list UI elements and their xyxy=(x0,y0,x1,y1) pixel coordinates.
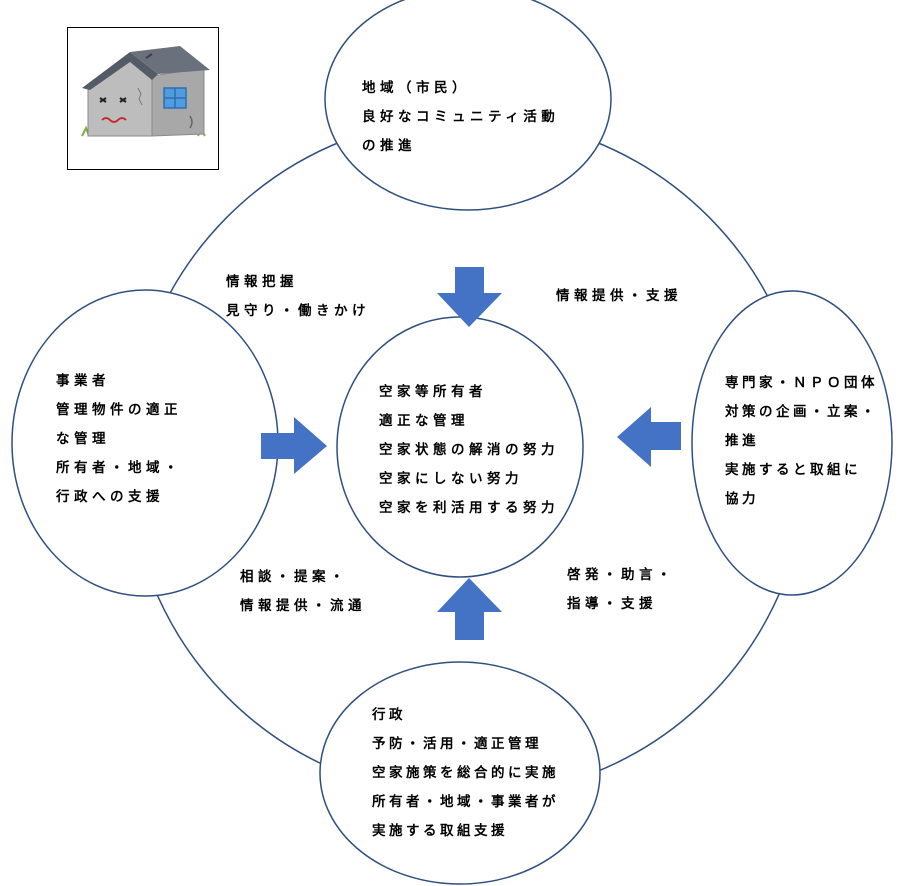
edge-label-bottom-left: 相談・提案・ 情報提供・流通 xyxy=(240,563,366,621)
edge-bottom-left-line-2: 情報提供・流通 xyxy=(240,598,366,614)
administration-line-5: 実施する取組支援 xyxy=(372,823,508,839)
business-node-text: 事業者 管理物件の適正 な管理 所有者・地域・ 行政への支援 xyxy=(56,367,182,512)
owner-line-5: 空家を利活用する努力 xyxy=(379,500,559,516)
experts-line-3: 推進 xyxy=(725,433,759,449)
experts-node-text: 専門家・ＮＰＯ団体 対策の企画・立案・ 推進 実施すると取組に 協力 xyxy=(725,369,878,514)
edge-top-left-line-1: 情報把握 xyxy=(226,274,298,290)
experts-npo-node xyxy=(691,290,893,596)
administration-line-3: 空家施策を総合的に実施 xyxy=(372,765,559,781)
business-line-5: 行政への支援 xyxy=(56,489,164,505)
owner-title: 空家等所有者 xyxy=(379,384,487,400)
experts-line-4: 実施すると取組に xyxy=(725,462,861,478)
business-line-2: 管理物件の適正 xyxy=(56,402,182,418)
community-node-text: 地域（市民） 良好なコミュニティ活動 の推進 xyxy=(362,74,559,161)
owner-center-text: 空家等所有者 適正な管理 空家状態の解消の努力 空家にしない努力 空家を利活用す… xyxy=(379,378,559,523)
experts-title: 専門家・ＮＰＯ団体 xyxy=(725,375,878,391)
owner-line-4: 空家にしない努力 xyxy=(379,471,523,487)
administration-node-text: 行政 予防・活用・適正管理 空家施策を総合的に実施 所有者・地域・事業者が 実施… xyxy=(372,701,559,846)
administration-title: 行政 xyxy=(372,707,406,723)
community-line-2: 良好なコミュニティ活動 xyxy=(362,109,560,125)
edge-bottom-left-line-1: 相談・提案・ xyxy=(240,569,348,585)
owner-line-3: 空家状態の解消の努力 xyxy=(379,442,559,458)
administration-line-2: 予防・活用・適正管理 xyxy=(372,736,542,752)
community-title: 地域（市民） xyxy=(362,80,470,96)
administration-line-4: 所有者・地域・事業者が xyxy=(372,794,559,810)
business-title: 事業者 xyxy=(56,373,110,389)
business-line-4: 所有者・地域・ xyxy=(56,460,182,476)
edge-top-right-line-1: 情報提供・支援 xyxy=(556,288,682,304)
edge-bottom-right-line-2: 指導・支援 xyxy=(567,596,657,612)
experts-line-2: 対策の企画・立案・ xyxy=(725,404,878,420)
house-illustration-frame xyxy=(67,27,219,170)
arrow-down-from-community xyxy=(437,267,502,327)
edge-top-left-line-2: 見守り・働きかけ xyxy=(226,303,370,319)
community-node xyxy=(324,0,612,211)
administration-node xyxy=(319,661,601,885)
experts-line-5: 協力 xyxy=(725,491,759,507)
edge-bottom-right-line-1: 啓発・助言・ xyxy=(567,567,675,583)
arrow-left-from-experts xyxy=(617,407,681,467)
edge-label-top-right: 情報提供・支援 xyxy=(556,282,682,311)
owner-line-2: 適正な管理 xyxy=(379,413,469,429)
edge-label-top-left: 情報把握 見守り・働きかけ xyxy=(226,268,370,326)
business-line-3: な管理 xyxy=(56,431,110,447)
community-line-3: の推進 xyxy=(362,138,416,154)
edge-label-bottom-right: 啓発・助言・ 指導・支援 xyxy=(567,561,675,619)
arrow-up-from-administration xyxy=(437,578,502,640)
arrow-right-from-business xyxy=(261,417,327,474)
sad-abandoned-house-icon xyxy=(81,46,210,137)
